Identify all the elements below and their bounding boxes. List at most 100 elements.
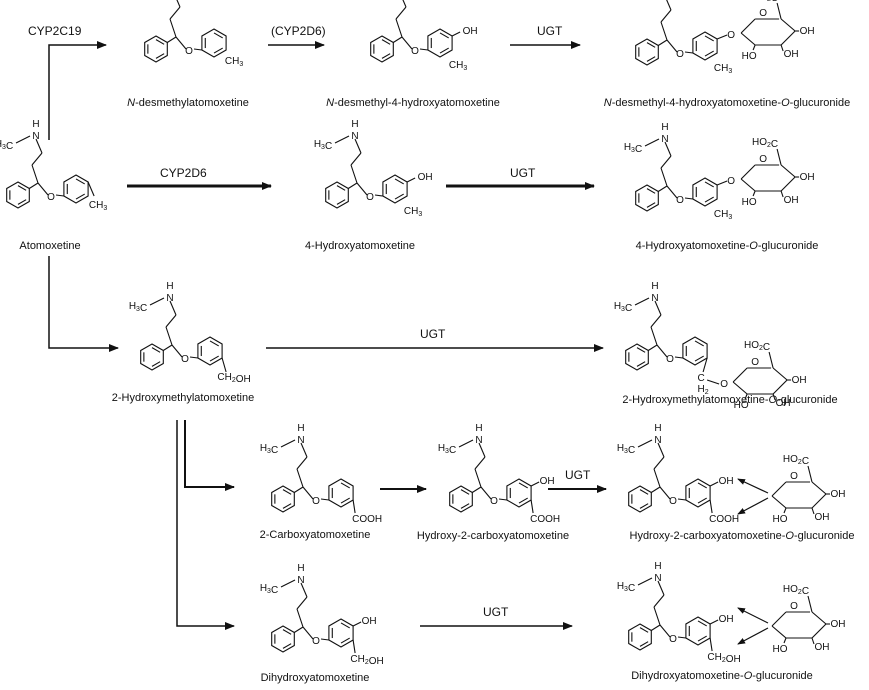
- methyl-label: CH3: [714, 63, 732, 75]
- arrow-gluc-link-down-1: [737, 497, 769, 515]
- bond: [296, 456, 308, 470]
- aromatic-double-bond: [381, 53, 391, 59]
- methyl-label: CH3: [89, 200, 107, 212]
- hydroxymethyl-label: CH2OH: [350, 654, 383, 667]
- aromatic-double-bond: [697, 497, 707, 504]
- bond: [783, 507, 787, 514]
- bond: [780, 176, 796, 192]
- bond: [780, 44, 784, 52]
- aromatic-double-bond: [639, 641, 649, 647]
- bond: [752, 44, 756, 51]
- bond: [811, 481, 827, 495]
- bond: [654, 300, 662, 316]
- bond: [807, 595, 813, 613]
- methyl-h3c-label: H3C: [617, 581, 635, 594]
- bond: [498, 498, 507, 501]
- aromatic-double-bond: [336, 199, 346, 205]
- aromatic-double-bond: [17, 185, 27, 191]
- bond: [811, 507, 815, 515]
- bond: [776, 2, 782, 20]
- amine-h-label: H: [651, 281, 658, 292]
- bond: [702, 357, 708, 373]
- aromatic-double-bond: [646, 56, 656, 62]
- bond: [175, 36, 187, 50]
- bond: [771, 481, 787, 497]
- enzyme-label-ugt-middle: UGT: [510, 166, 536, 180]
- bond: [664, 141, 672, 157]
- aromatic-double-bond: [340, 497, 350, 504]
- bond: [657, 185, 668, 192]
- compound-names: N-desmethylatomoxetine N-desmethyl-4-hyd…: [19, 97, 854, 684]
- bond: [659, 486, 671, 500]
- bond: [352, 499, 356, 514]
- aromatic-double-bond: [704, 50, 714, 57]
- arrow-gluc-link-down-2: [737, 627, 769, 645]
- amine-h-label: H: [297, 423, 304, 434]
- amine-n-label: N: [32, 131, 39, 142]
- methyl-h3c-label: H3C: [438, 443, 456, 456]
- bond: [771, 625, 787, 639]
- methyl-h3c-label: H3C: [0, 139, 13, 152]
- link-o-label: O: [720, 379, 728, 390]
- bond: [744, 393, 748, 400]
- bond: [149, 297, 165, 306]
- amine-n-label: N: [654, 435, 661, 446]
- bond: [660, 155, 672, 169]
- bond: [406, 177, 416, 183]
- aryl-ring: [197, 336, 223, 366]
- bond: [656, 344, 668, 358]
- bond: [780, 164, 796, 178]
- compound-name-n-desmethyl-4-hydroxyatomoxetine-o-glucuronide: N-desmethyl-4-hydroxyatomoxetine-O-glucu…: [604, 97, 850, 109]
- compound-name-dihydroxyatomoxetine-o-glucuronide: Dihydroxyatomoxetine-O-glucuronide: [631, 670, 813, 682]
- chemical-structures: [6, 0, 830, 654]
- methyl-label: CH3: [714, 209, 732, 221]
- aromatic-double-bond: [636, 361, 646, 367]
- hydroxyl-label: OH: [815, 512, 830, 523]
- carboxyl-label: HO2C: [752, 137, 778, 150]
- aromatic-double-bond: [694, 355, 704, 362]
- bond: [772, 367, 788, 381]
- bond: [451, 31, 461, 37]
- bond: [350, 152, 362, 166]
- bond: [657, 39, 668, 46]
- bond: [171, 344, 183, 358]
- hydroxymethyl-label: CH2OH: [217, 372, 250, 385]
- bond: [55, 194, 64, 197]
- ether-o-label: O: [676, 49, 684, 60]
- bond: [732, 367, 748, 383]
- hydroxyl-label: OH: [776, 398, 791, 409]
- bond: [31, 164, 39, 184]
- bond: [193, 48, 202, 51]
- bond: [637, 439, 653, 448]
- amine-n-label: N: [651, 293, 658, 304]
- bond: [732, 381, 748, 395]
- bond: [709, 619, 719, 625]
- aromatic-double-bond: [209, 355, 219, 362]
- bond: [776, 148, 782, 166]
- bond: [392, 36, 403, 43]
- bond: [169, 300, 177, 316]
- carboxyl-label: HO2C: [744, 340, 770, 353]
- reaction-arrows: [48, 41, 769, 645]
- ether-o-label: O: [185, 46, 193, 57]
- methyl-label: CH3: [225, 56, 243, 68]
- compound-name-n-desmethyl-4-hydroxyatomoxetine: N-desmethyl-4-hydroxyatomoxetine: [326, 97, 500, 109]
- ether-o-label: O: [490, 496, 498, 507]
- methylene-h2-label: H2: [698, 384, 709, 396]
- arrow-to-hydroxymethyl: [48, 256, 119, 352]
- bond: [780, 190, 784, 198]
- enzyme-label-ugt-top: UGT: [537, 24, 563, 38]
- arrow-gluc-link-up-2: [737, 607, 769, 624]
- amine-h-label: H: [661, 122, 668, 133]
- hydroxyl-label: OH: [719, 614, 734, 625]
- bond: [35, 138, 43, 154]
- aromatic-double-bond: [646, 42, 656, 48]
- aromatic-double-bond: [213, 32, 223, 39]
- aromatic-double-bond: [340, 622, 350, 629]
- bond: [169, 6, 181, 20]
- amine-n-label: N: [166, 293, 173, 304]
- compound-name-4-hydroxyatomoxetine-o-glucuronide: 4-Hydroxyatomoxetine-O-glucuronide: [636, 240, 819, 252]
- enzyme-label-cyp2d6: CYP2D6: [160, 166, 207, 180]
- bond: [684, 197, 693, 200]
- bond: [474, 456, 486, 470]
